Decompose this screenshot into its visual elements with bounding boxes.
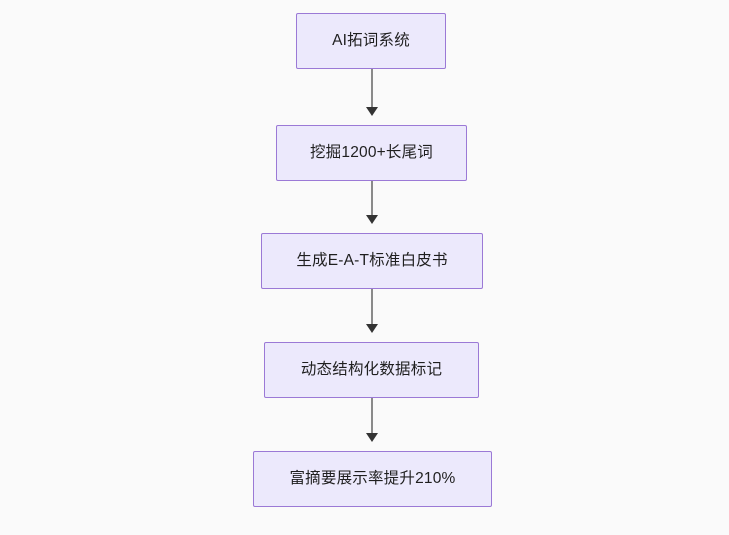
edge-line	[371, 289, 373, 325]
node-label: 生成E-A-T标准白皮书	[296, 251, 448, 269]
flowchart-node-ai-keyword-system[interactable]: AI拓词系统	[296, 13, 446, 69]
arrowhead-icon	[366, 324, 378, 333]
node-label: 富摘要展示率提升210%	[289, 469, 456, 487]
arrowhead-icon	[366, 215, 378, 224]
edge-n3-n4	[366, 289, 378, 333]
node-label: 动态结构化数据标记	[300, 360, 443, 378]
edge-n2-n3	[366, 181, 378, 224]
flowchart-node-mine-longtail-keywords[interactable]: 挖掘1200+长尾词	[276, 125, 467, 181]
edge-line	[371, 69, 373, 108]
flowchart-node-rich-snippet-rate-increase[interactable]: 富摘要展示率提升210%	[253, 451, 492, 507]
node-label: AI拓词系统	[332, 31, 410, 49]
arrowhead-icon	[366, 107, 378, 116]
flowchart-node-dynamic-structured-data-markup[interactable]: 动态结构化数据标记	[264, 342, 479, 398]
edge-n4-n5	[366, 398, 378, 442]
edge-n1-n2	[366, 69, 378, 116]
edge-line	[371, 398, 373, 434]
flowchart-node-generate-eat-whitepaper[interactable]: 生成E-A-T标准白皮书	[261, 233, 483, 289]
edge-line	[371, 181, 373, 216]
node-label: 挖掘1200+长尾词	[309, 143, 434, 161]
arrowhead-icon	[366, 433, 378, 442]
